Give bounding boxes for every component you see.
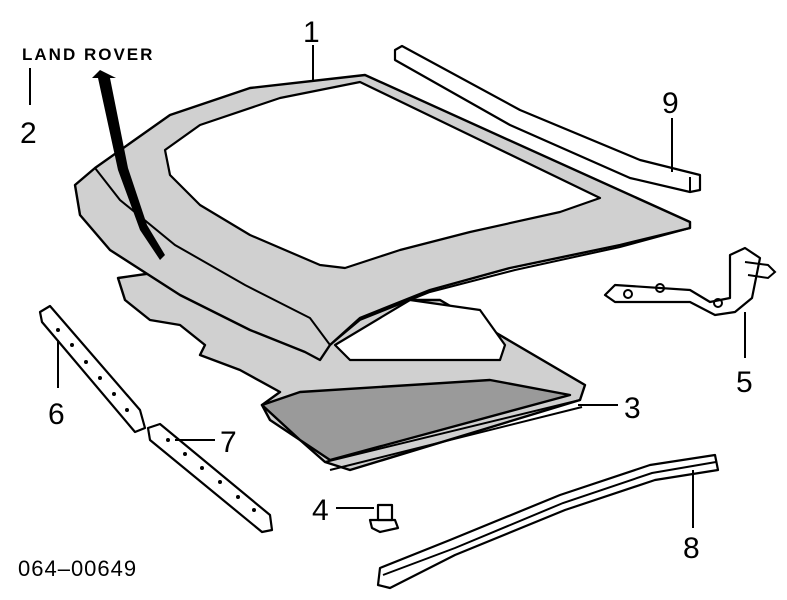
callout-8: 8 (683, 532, 700, 565)
callout-3: 3 (624, 392, 641, 425)
hood-panel (73, 73, 692, 362)
callout-9: 9 (662, 87, 679, 120)
leader-lines (29, 45, 746, 528)
fastener-clip (368, 503, 400, 534)
lower-seal-strip (376, 453, 720, 590)
secondary-trim-strip (146, 422, 274, 534)
callout-6: 6 (48, 398, 65, 431)
badge-arrow (92, 70, 165, 260)
callout-1: 1 (303, 16, 320, 49)
hood-hinge (603, 246, 777, 317)
front-trim-strip (38, 304, 147, 434)
diagram-code: 064–00649 (18, 556, 137, 581)
callout-7: 7 (220, 426, 237, 459)
brand-label: LAND ROVER (22, 45, 154, 64)
hood-seal-strip (393, 44, 702, 194)
callout-4: 4 (312, 494, 329, 527)
callout-5: 5 (736, 366, 753, 399)
callout-2: 2 (20, 117, 37, 150)
